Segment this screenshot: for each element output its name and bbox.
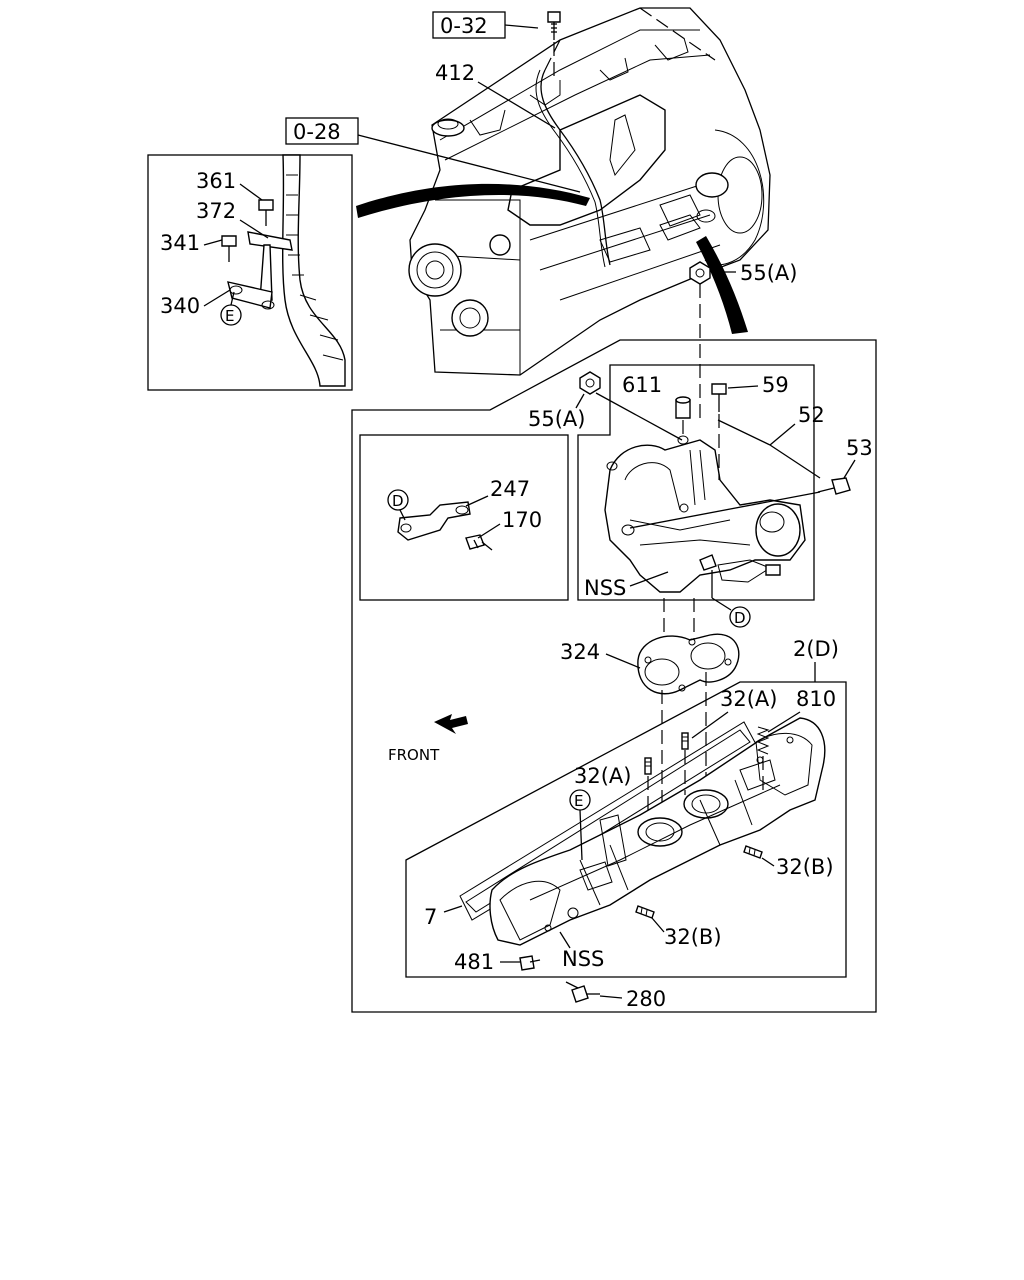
part-372-label: 372	[196, 199, 236, 223]
ref-0-32-label: 0-32	[440, 14, 488, 38]
stud-32b-lower	[635, 905, 655, 919]
part-32b-lower-label: 32(B)	[664, 925, 722, 949]
lower-manifold-box-outline	[405, 681, 847, 978]
stud-32b-right	[743, 845, 763, 859]
bolt-481	[519, 955, 541, 971]
front-arrow: FRONT	[388, 714, 468, 764]
callout-ref-0-32: 0-32	[432, 11, 561, 80]
lower-intake-manifold	[459, 717, 826, 946]
part-361-label: 361	[196, 169, 236, 193]
ref-0-28-label: 0-28	[293, 120, 341, 144]
pointer-arrow-down	[696, 236, 748, 334]
part-341-label: 341	[160, 231, 200, 255]
part-53-label: 53	[846, 436, 873, 460]
part-170-label: 170	[502, 508, 542, 532]
part-59-label: 59	[762, 373, 789, 397]
part-280-label: 280	[626, 987, 666, 1011]
inset-box-e: 361 372 341 340 E	[147, 154, 353, 391]
upper-manifold-box: 55(A) 59 611 55(A) 52 53 NSS	[528, 261, 873, 628]
marker-d-main: D	[734, 609, 746, 627]
part-481-label: 481	[454, 950, 494, 974]
part-324-label: 324	[560, 640, 600, 664]
nss-lower-label: NSS	[562, 947, 604, 971]
bolt-280	[565, 981, 600, 1003]
part-32a-left-label: 32(A)	[574, 764, 631, 788]
main-box-outline	[351, 339, 877, 1013]
front-label: FRONT	[388, 746, 440, 764]
marker-e-main: E	[574, 792, 583, 810]
callout-ref-0-28: 0-28	[285, 117, 581, 193]
nss-upper-label: NSS	[584, 576, 626, 600]
spring-810	[756, 726, 770, 790]
part-247-label: 247	[490, 477, 530, 501]
part-55a-top-label: 55(A)	[740, 261, 797, 285]
part-412-label: 412	[435, 61, 475, 85]
gasket-324: 324	[560, 633, 740, 695]
part-55a-left-label: 55(A)	[528, 407, 585, 431]
stud-32a-left	[644, 757, 652, 812]
part-340-label: 340	[160, 294, 200, 318]
part-810-label: 810	[796, 687, 836, 711]
marker-d-inset: D	[392, 492, 404, 510]
part-32b-right-label: 32(B)	[776, 855, 834, 879]
inset-box-d: D 247 170	[359, 434, 569, 601]
part-32a-right-label: 32(A)	[720, 687, 777, 711]
part-52-label: 52	[798, 403, 825, 427]
part-2d-label: 2(D)	[793, 637, 839, 661]
pointer-arrow-left	[356, 183, 590, 218]
stud-32a-right	[681, 732, 689, 795]
callout-412: 412	[435, 61, 556, 129]
marker-e-inset: E	[225, 307, 234, 325]
part-611-label: 611	[622, 373, 662, 397]
part-7-label: 7	[424, 905, 437, 929]
